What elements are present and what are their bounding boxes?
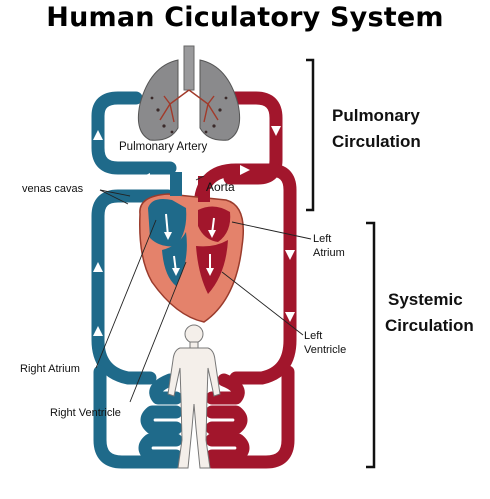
systemic-line-1: Systemic (388, 290, 463, 309)
leader-lines (95, 175, 312, 403)
left-atrium-line-2: Atrium (313, 247, 345, 259)
label-right-atrium: Right Atrium (20, 363, 80, 375)
pulmonary-line-2: Circulation (332, 132, 421, 151)
pulmonary-circulation-label: Pulmonary Circulation (332, 103, 421, 155)
label-right-ventricle: Right Ventricle (50, 407, 121, 419)
label-venas-cavas: venas cavas (22, 183, 84, 195)
systemic-circulation-label: Systemic Circulation (385, 287, 474, 339)
page-title: Human Ciculatory System (46, 2, 444, 33)
systemic-line-2: Circulation (385, 316, 474, 335)
deoxygenated-vessels (91, 91, 183, 469)
pulmonary-line-1: Pulmonary (332, 106, 420, 125)
flow-arrows (93, 126, 295, 336)
oxygenated-vessels (193, 91, 297, 469)
label-left-atrium: Left Atrium (313, 232, 345, 260)
heart (139, 172, 244, 323)
label-pulmonary-artery: Pulmonary Artery (119, 141, 208, 153)
section-brackets (306, 58, 376, 469)
human-figure (167, 324, 221, 469)
label-left-ventricle: Left Ventricle (304, 329, 346, 357)
left-ventricle-line-1: Left (304, 330, 323, 342)
label-aorta: Aorta (206, 180, 235, 194)
left-atrium-line-1: Left (313, 233, 332, 245)
systemic-bracket (366, 221, 376, 469)
left-ventricle-line-2: Ventricle (304, 344, 347, 356)
pulmonary-bracket (306, 58, 315, 212)
lungs (137, 45, 241, 141)
